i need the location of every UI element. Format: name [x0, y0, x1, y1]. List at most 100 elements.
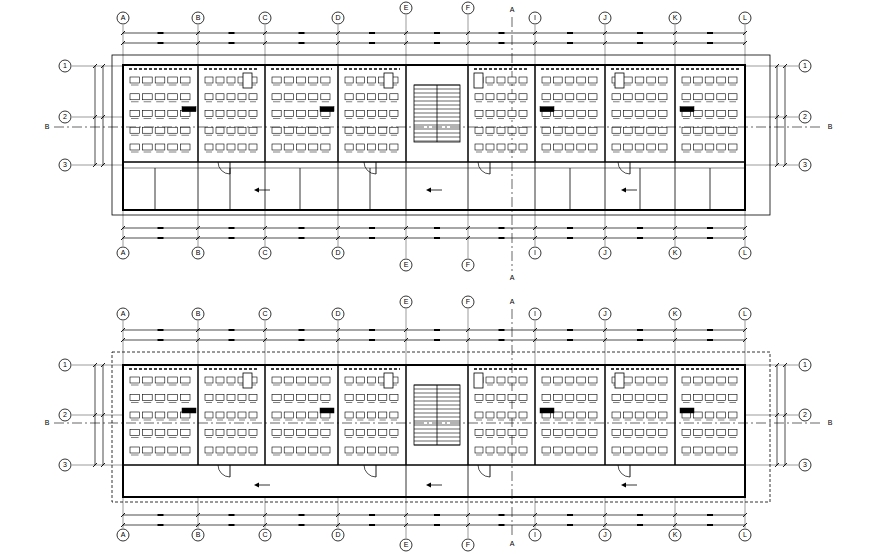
chair	[169, 152, 177, 153]
chair	[131, 85, 139, 86]
student-desk	[345, 430, 353, 436]
student-desk	[717, 377, 726, 383]
student-desk	[356, 144, 364, 150]
student-desk	[658, 395, 667, 401]
student-desk	[249, 447, 257, 453]
chair	[322, 135, 329, 136]
chair	[169, 385, 177, 386]
student-desk	[658, 77, 667, 83]
student-desk	[130, 127, 140, 133]
chair	[285, 135, 292, 136]
chair	[310, 152, 317, 153]
student-desk	[647, 144, 656, 150]
student-desk	[612, 447, 621, 453]
chair	[357, 152, 363, 153]
teacher-desk	[540, 107, 554, 112]
student-desk	[542, 395, 551, 401]
grid-label: 3	[799, 159, 811, 171]
grid-bubble	[799, 359, 811, 371]
student-desk	[321, 77, 330, 83]
dimension-mark	[567, 227, 573, 229]
chair	[217, 101, 223, 102]
chair	[555, 152, 562, 153]
chair	[217, 437, 223, 438]
chair	[206, 118, 212, 119]
student-desk	[205, 94, 213, 100]
grid-bubble	[739, 12, 751, 24]
chair	[357, 85, 363, 86]
section-mark: A	[506, 4, 518, 16]
section-line	[54, 423, 823, 424]
chair	[625, 420, 632, 421]
chair	[476, 420, 482, 421]
student-desk	[635, 111, 644, 117]
student-desk	[624, 447, 633, 453]
door-swing	[218, 465, 230, 477]
chair	[566, 437, 573, 438]
student-desk	[565, 377, 574, 383]
student-desk	[309, 395, 318, 401]
grid-bubble	[739, 247, 751, 259]
student-desk	[345, 94, 353, 100]
dimension-mark	[567, 514, 573, 516]
chair	[239, 152, 245, 153]
student-desk	[554, 430, 563, 436]
student-desk	[367, 77, 375, 83]
chair	[169, 455, 177, 456]
student-desk	[143, 447, 153, 453]
student-desk	[130, 395, 140, 401]
chair	[636, 135, 643, 136]
chair	[181, 402, 189, 403]
chair	[706, 437, 713, 438]
student-desk	[694, 111, 703, 117]
chair	[206, 152, 212, 153]
corridor-partition	[198, 162, 199, 210]
student-desk	[238, 94, 246, 100]
student-desk	[694, 144, 703, 150]
corridor-partition	[570, 168, 571, 210]
whiteboard	[474, 68, 529, 70]
grid-bubble	[192, 529, 204, 541]
student-desk	[588, 94, 597, 100]
grid-line	[745, 117, 798, 118]
student-desk	[205, 412, 213, 418]
student-desk	[508, 412, 516, 418]
student-desk	[130, 77, 140, 83]
student-desk	[508, 377, 516, 383]
door-leaf	[230, 162, 231, 174]
student-desk	[249, 94, 257, 100]
cabinet	[243, 73, 252, 88]
student-desk	[272, 77, 281, 83]
grid-label: I	[529, 12, 541, 24]
student-desk	[658, 111, 667, 117]
dimension-line	[123, 43, 745, 44]
chair	[683, 135, 690, 136]
chair	[156, 437, 164, 438]
student-desk	[728, 127, 737, 133]
grid-label: J	[599, 12, 611, 24]
dimension-mark	[229, 32, 235, 34]
student-desk	[216, 111, 224, 117]
student-desk	[612, 94, 621, 100]
chair	[181, 437, 189, 438]
student-desk	[155, 111, 165, 117]
chair	[520, 101, 526, 102]
student-desk	[168, 144, 178, 150]
chair	[285, 437, 292, 438]
student-desk	[588, 377, 597, 383]
dimension-mark	[637, 32, 643, 34]
dimension-line	[785, 66, 786, 165]
partition-wall	[197, 65, 199, 162]
student-desk	[577, 412, 586, 418]
chair	[169, 101, 177, 102]
grid-label: E	[400, 539, 412, 551]
student-desk	[180, 430, 190, 436]
chair	[217, 118, 223, 119]
student-desk	[155, 395, 165, 401]
chair	[322, 455, 329, 456]
student-desk	[321, 127, 330, 133]
chair	[520, 420, 526, 421]
student-desk	[635, 395, 644, 401]
student-desk	[155, 127, 165, 133]
student-desk	[508, 395, 516, 401]
